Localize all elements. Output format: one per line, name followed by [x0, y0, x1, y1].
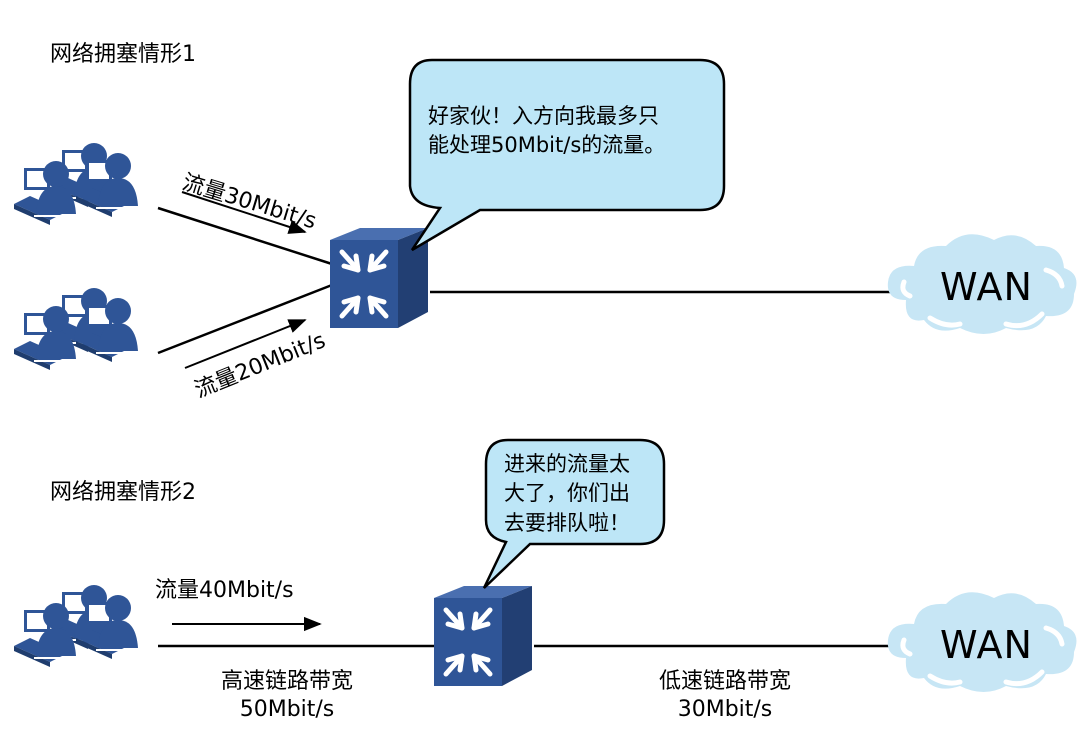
speech-text-2: 进来的流量太 大了，你们出 去要排队啦！ — [504, 450, 630, 538]
low-speed-bandwidth-label: 低速链路带宽 30Mbit/s — [650, 668, 800, 723]
bandwidth-line: 高速链路带宽 — [220, 669, 353, 694]
bandwidth-line: 30Mbit/s — [677, 696, 773, 722]
scenario-1 — [14, 58, 1076, 370]
bandwidth-line: 低速链路带宽 — [658, 669, 791, 694]
wan-label-2: WAN — [940, 623, 1033, 667]
speech-bubble-icon — [482, 438, 666, 589]
link-bottom-user — [157, 283, 333, 355]
arrow-icon — [184, 319, 307, 369]
wan-label-1: WAN — [940, 265, 1033, 309]
scenario-2 — [14, 438, 1076, 692]
speech-text-1: 好家伙！入方向我最多只 能处理50Mbit/s的流量。 — [428, 102, 665, 161]
user-group-icon — [14, 585, 140, 667]
bandwidth-line: 50Mbit/s — [239, 696, 335, 722]
link-top-user — [157, 206, 333, 266]
user-group-icon — [14, 143, 140, 225]
scenario-2-title: 网络拥塞情形2 — [50, 480, 196, 505]
router-icon — [330, 228, 428, 328]
scenario-1-title: 网络拥塞情形1 — [50, 42, 196, 67]
high-speed-bandwidth-label: 高速链路带宽 50Mbit/s — [212, 668, 362, 723]
user-group-icon — [14, 288, 140, 370]
speech-line: 能处理50Mbit/s的流量。 — [428, 133, 666, 158]
speech-line: 大了，你们出 — [504, 481, 630, 506]
router-icon — [434, 586, 532, 686]
speech-line: 好家伙！入方向我最多只 — [428, 104, 659, 128]
arrow-icon — [181, 191, 307, 234]
speech-line: 进来的流量太 — [504, 452, 630, 476]
flow-label-scenario-2: 流量40Mbit/s — [155, 578, 294, 603]
speech-bubble-icon — [408, 58, 726, 252]
speech-line: 去要排队啦！ — [504, 510, 630, 535]
